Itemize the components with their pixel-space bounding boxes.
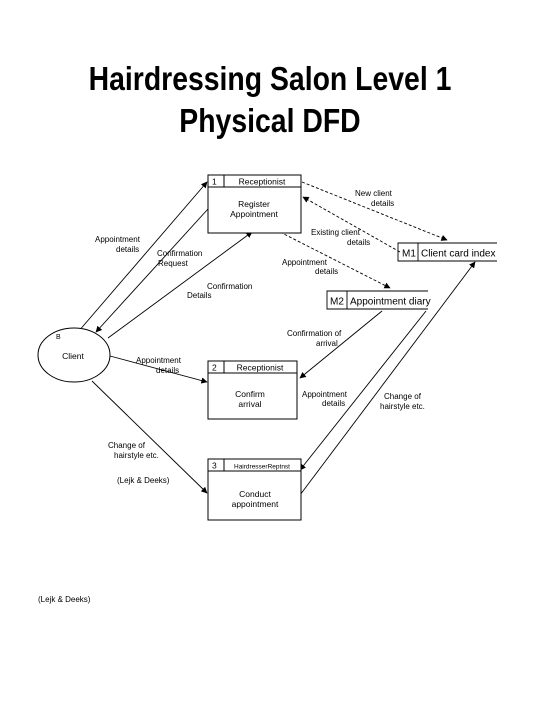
process-2-name-line1: Confirm <box>235 389 265 399</box>
store-m2-name: Appointment diary <box>350 297 431 308</box>
process-1: 1 Receptionist Register Appointment <box>207 174 302 234</box>
process-2-number: 2 <box>212 363 217 373</box>
label-client-to-p2-l2: details <box>156 366 179 375</box>
client-entity: B Client <box>37 327 111 383</box>
label-m2-to-p2-l2: arrival <box>316 339 338 348</box>
label-p1-to-m1-l1: New client <box>355 189 393 198</box>
store-m2-id: M2 <box>330 297 344 308</box>
process-1-actor: Receptionist <box>239 177 286 187</box>
flow-client-to-p1 <box>77 181 208 333</box>
process-3-name-line2: appointment <box>232 499 279 509</box>
flow-p1-to-client <box>95 197 219 333</box>
diagram-title-line2: Physical DFD <box>179 102 361 139</box>
store-m2: M2 Appointment diary <box>326 290 431 310</box>
label-m2-to-p2-l1: Confirmation of <box>287 329 342 338</box>
citation-inline: (Lejk & Deeks) <box>117 476 170 485</box>
process-1-name-line2: Appointment <box>230 209 278 219</box>
label-m1-to-p1-l2: details <box>347 238 370 247</box>
store-m1-id: M1 <box>402 249 416 260</box>
label-client-to-p3-l1: Change of <box>108 441 146 450</box>
label-p1-to-m2-l1: Appointment <box>282 258 328 267</box>
client-entity-name: Client <box>62 351 84 361</box>
label-p3-to-m1-l2: hairstyle etc. <box>380 402 425 411</box>
process-2-name-line2: arrival <box>238 399 261 409</box>
flow-client-to-p2 <box>109 355 208 384</box>
label-p1-to-client-l2: Request <box>158 259 189 268</box>
flow-p1-to-m2 <box>279 231 391 289</box>
label-client-to-p1-b-l1: Confirmation <box>207 282 252 291</box>
label-m1-to-p1-l1: Existing client <box>311 228 361 237</box>
client-entity-id: B <box>56 334 61 341</box>
process-1-name-line1: Register <box>238 199 270 209</box>
label-p1-to-client-l1: Confirmation <box>157 249 202 258</box>
flow-p3-to-m1 <box>299 261 476 496</box>
label-client-to-p2-l1: Appointment <box>136 356 182 365</box>
label-p1-to-m2-l2: details <box>315 267 338 276</box>
process-3-actor: HairdresserReptnst <box>234 464 290 471</box>
label-client-to-p3-l2: hairstyle etc. <box>114 451 159 460</box>
label-client-to-p1-b-l2: Details <box>187 291 211 300</box>
flow-p1-to-m1 <box>301 181 448 241</box>
process-2: 2 Receptionist Confirm arrival <box>207 360 298 420</box>
store-m1: M1 Client card index <box>397 242 497 262</box>
label-client-to-p1-l2: details <box>116 245 139 254</box>
label-p1-to-m1-l2: details <box>371 199 394 208</box>
process-3-number: 3 <box>212 461 217 471</box>
process-1-number: 1 <box>212 177 217 187</box>
process-2-actor: Receptionist <box>237 363 284 373</box>
process-3: 3 HairdresserReptnst Conduct appointment <box>207 458 302 521</box>
label-client-to-p1-l1: Appointment <box>95 235 141 244</box>
flow-m2-to-p2 <box>299 310 383 379</box>
diagram-title-line1: Hairdressing Salon Level 1 <box>88 60 452 97</box>
label-m2-to-p3-l2: details <box>322 399 345 408</box>
flow-client-to-p3 <box>91 380 208 494</box>
store-m1-name: Client card index <box>421 249 495 260</box>
label-m2-to-p3-l1: Appointment <box>302 390 348 399</box>
citation-footer: (Lejk & Deeks) <box>38 595 91 604</box>
flow-client-to-p1-b <box>107 231 253 339</box>
label-p3-to-m1-l1: Change of <box>384 392 422 401</box>
flow-m1-to-p1 <box>302 196 401 253</box>
process-3-name-line1: Conduct <box>239 489 271 499</box>
flow-m2-to-p3 <box>299 310 427 471</box>
